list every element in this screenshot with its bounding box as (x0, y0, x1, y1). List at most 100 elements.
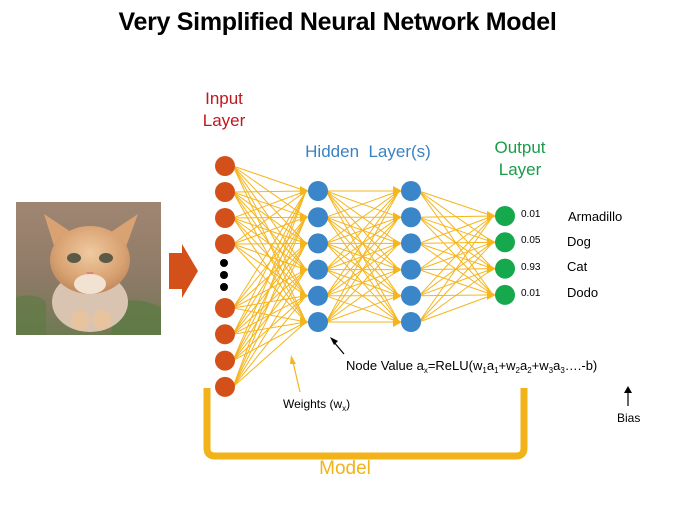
connection-arrowhead (393, 290, 402, 301)
output-label-line2: Layer (498, 160, 542, 179)
weight-connection (232, 165, 307, 192)
input-node (215, 182, 235, 202)
output-class-label: Cat (567, 259, 588, 274)
weight-connection (418, 268, 494, 323)
hidden-node-layer2 (401, 181, 421, 201)
output-node (495, 232, 515, 253)
weight-connection (232, 269, 307, 388)
hidden-node-layer2 (401, 259, 421, 280)
weight-connection (325, 295, 400, 323)
output-layer-label: Output Layer (484, 137, 556, 181)
weight-connection (232, 190, 307, 361)
output-label-line1: Output (494, 138, 546, 157)
weight-connection (232, 217, 307, 388)
formula-expression: x=ReLU(w1a1+w2a2+w3a3….-b) (424, 358, 597, 375)
weight-connection (232, 321, 307, 388)
weight-connection (418, 294, 494, 323)
connection-arrowhead (393, 238, 402, 249)
input-image-kitten (16, 202, 161, 335)
input-node (215, 324, 235, 345)
hidden-node-layer1 (308, 259, 328, 280)
weight-connection (232, 243, 307, 271)
weight-connection (232, 243, 307, 297)
weight-connection (418, 215, 494, 218)
formula-prefix: Node Value a (346, 358, 424, 373)
formula-subscript: 2 (527, 366, 532, 375)
input-arrow-icon (169, 244, 198, 298)
weight-connection (232, 216, 307, 245)
connection-arrowhead (393, 212, 402, 223)
formula-subscript: 3 (560, 366, 565, 375)
input-node (215, 376, 235, 397)
ellipsis-dot (220, 271, 228, 279)
output-probability: 0.93 (521, 261, 541, 273)
output-class-label: Dodo (567, 285, 599, 300)
connection-arrowhead (487, 237, 496, 248)
formula-subscript: 1 (482, 366, 487, 375)
connection-arrowhead (393, 317, 402, 327)
weight-connection (418, 215, 494, 271)
formula-text: +w (531, 358, 549, 373)
weight-connection (325, 216, 400, 323)
connection-arrowhead (300, 186, 309, 196)
weight-connection (232, 190, 307, 309)
connection-arrowhead (393, 186, 402, 196)
hidden-node-layer2 (401, 207, 421, 228)
input-layer-label: Input Layer (188, 88, 260, 132)
hidden-node-layer2 (401, 233, 421, 254)
connection-arrowhead (487, 211, 496, 221)
model-label: Model (319, 458, 371, 479)
weight-connection (232, 242, 307, 245)
weight-connection (232, 190, 307, 219)
hidden-layer-label: Hidden Layer(s) (305, 142, 431, 161)
weight-connection (232, 295, 307, 388)
input-label-line2: Layer (202, 111, 246, 130)
weight-connection (232, 243, 307, 323)
weight-connection (418, 241, 494, 323)
weights-prefix: Weights (w (283, 397, 343, 411)
ellipsis-dot (220, 283, 228, 291)
formula-text: a (553, 358, 561, 373)
weight-connection (232, 190, 307, 335)
weight-connection (232, 190, 307, 193)
input-node (215, 234, 235, 254)
weight-connection (325, 243, 400, 323)
input-node (215, 350, 235, 371)
weight-connection (418, 215, 494, 323)
weight-connection (232, 190, 307, 388)
weights-arrow-icon (290, 355, 301, 393)
bias-arrow-icon (624, 386, 632, 406)
node-value-formula: Node Value ax=ReLU(w1a1+w2a2+w3a3….-b) (346, 358, 597, 375)
ellipsis-dot (220, 259, 228, 267)
connection-arrowhead (300, 290, 309, 301)
input-node (215, 156, 235, 176)
output-probability: 0.01 (521, 209, 541, 220)
hidden-node-layer1 (308, 233, 328, 254)
weights-subscript: x (342, 404, 347, 413)
formula-subscript: 3 (548, 366, 554, 375)
connection-arrowhead (300, 317, 309, 327)
formula-text: +w (498, 358, 516, 373)
page-title: Very Simplified Neural Network Model (118, 8, 557, 36)
weight-connection (325, 190, 400, 244)
node-value-arrow-icon (330, 337, 345, 355)
output-probability: 0.05 (521, 235, 541, 247)
connections (232, 165, 496, 388)
connection-arrowhead (300, 212, 309, 223)
weight-connection (325, 190, 400, 270)
kitten-illustration (16, 202, 161, 335)
formula-text: a (486, 358, 495, 373)
connection-arrowhead (487, 289, 496, 300)
weight-connection (325, 190, 400, 297)
output-class-label: Armadillo (568, 209, 623, 224)
weight-connection (418, 190, 494, 217)
connection-arrowhead (393, 264, 402, 275)
hidden-node-layer2 (401, 285, 421, 306)
output-probability: 0.01 (521, 287, 541, 299)
input-label-line1: Input (205, 89, 243, 108)
hidden-node-layer1 (308, 207, 328, 228)
connection-arrowhead (487, 263, 496, 274)
output-node (495, 258, 515, 279)
hidden-node-layer1 (308, 312, 328, 332)
